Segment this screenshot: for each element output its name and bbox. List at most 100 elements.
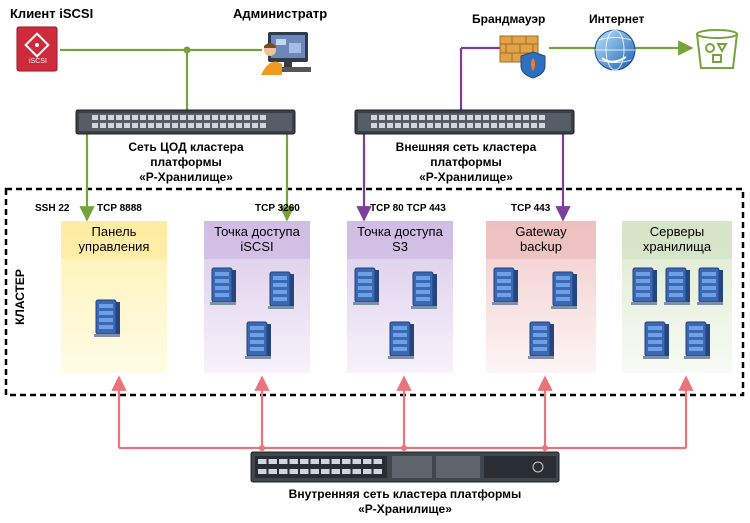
switch-port [411,115,417,120]
card-title-iscsi: Точка доступа iSCSI [204,224,310,254]
internal-network-line-1: Внутренняя сеть кластера платформы [288,487,522,501]
switch-port [427,115,433,120]
card-title-line: Gateway [515,224,567,239]
server-icon [209,267,237,306]
switch-port [279,459,288,464]
card-title-line: управления [78,239,150,254]
switch-port [467,115,473,120]
switch-port [260,123,266,128]
switch-port [279,469,288,474]
switch-port [196,123,202,128]
admin-icon [261,32,311,75]
switch-port [531,115,537,120]
server-icon [352,267,380,306]
firewall-label: Брандмауэр [472,12,546,26]
switch-port [475,123,481,128]
switch-port [228,123,234,128]
switch-port [132,115,138,120]
card-title-s3: Точка доступа S3 [347,224,453,254]
external-network-line-2: платформы [430,155,502,169]
switch-port [531,123,537,128]
iscsi-badge: iSCSI [29,58,47,65]
switch-port [411,123,417,128]
server-icon [642,321,670,360]
switch-port [108,115,114,120]
server-icon [410,271,438,310]
switch-port [148,115,154,120]
switch-port [342,469,351,474]
switch-port [483,123,489,128]
switch-port [491,115,497,120]
external-network-label: Внешняя сеть кластера платформы «Р-Храни… [378,140,554,185]
switch-port [467,123,473,128]
switch-port [228,115,234,120]
switch-port [180,115,186,120]
switch-port [204,123,210,128]
switch-port [156,115,162,120]
switch-port [379,123,385,128]
switch-port [220,123,226,128]
card-title-storage-servers: Серверы хранилища [622,224,732,254]
server-icon [663,267,691,306]
switch-port [523,123,529,128]
port-tcp-3260: TCP 3260 [255,203,300,214]
dc-network-line-3: «Р-Хранилище» [139,170,233,184]
switch-port [116,115,122,120]
card-title-line: backup [520,239,562,254]
switch-port [132,123,138,128]
internal-network-links [111,375,694,450]
server-icon [630,267,658,306]
switch-port [92,115,98,120]
card-title-gateway-backup: Gateway backup [486,224,596,254]
switch-port [459,123,465,128]
card-title-line: хранилища [642,239,712,254]
iscsi-client-icon [16,26,58,72]
card-title-line: Панель [91,224,137,239]
card-title-line: S3 [392,239,408,254]
external-network-line-1: Внешняя сеть кластера [395,140,537,154]
switch-port [172,123,178,128]
card-title-line: Точка доступа [214,224,300,239]
switch-port [363,469,372,474]
switch-port [260,115,266,120]
switch-port [515,115,521,120]
switch-port [244,115,250,120]
switch-port [289,469,298,474]
switch-port [379,115,385,120]
switch-port [403,115,409,120]
switch-port [523,115,529,120]
switch-port [395,115,401,120]
card-title-line: Серверы [649,224,705,239]
switch-port [236,115,242,120]
switch-port [188,123,194,128]
switch-port [443,115,449,120]
server-icon [550,271,578,310]
server-icon [527,321,555,360]
switch-port [371,123,377,128]
switch-port [252,115,258,120]
server-icon [491,267,519,306]
server-icon [267,271,295,310]
switch-port [373,469,382,474]
port-tcp-80-443: TCP 80 TCP 443 [370,203,446,214]
switch-port [164,115,170,120]
switch-port [475,115,481,120]
switch-port [459,115,465,120]
switch-port [352,459,361,464]
card-title-line: Точка доступа [357,224,443,239]
switch-port [212,115,218,120]
switch-port [258,469,267,474]
switch-port [244,123,250,128]
switch-port [419,115,425,120]
switch-port [310,469,319,474]
external-network-links [356,46,571,222]
internal-switch [250,451,560,483]
internet-globe-icon [594,29,636,71]
switch-port [196,115,202,120]
server-icon [93,299,121,338]
switch-port [212,123,218,128]
switch-port [371,115,377,120]
switch-port [499,123,505,128]
switch-port [236,123,242,128]
